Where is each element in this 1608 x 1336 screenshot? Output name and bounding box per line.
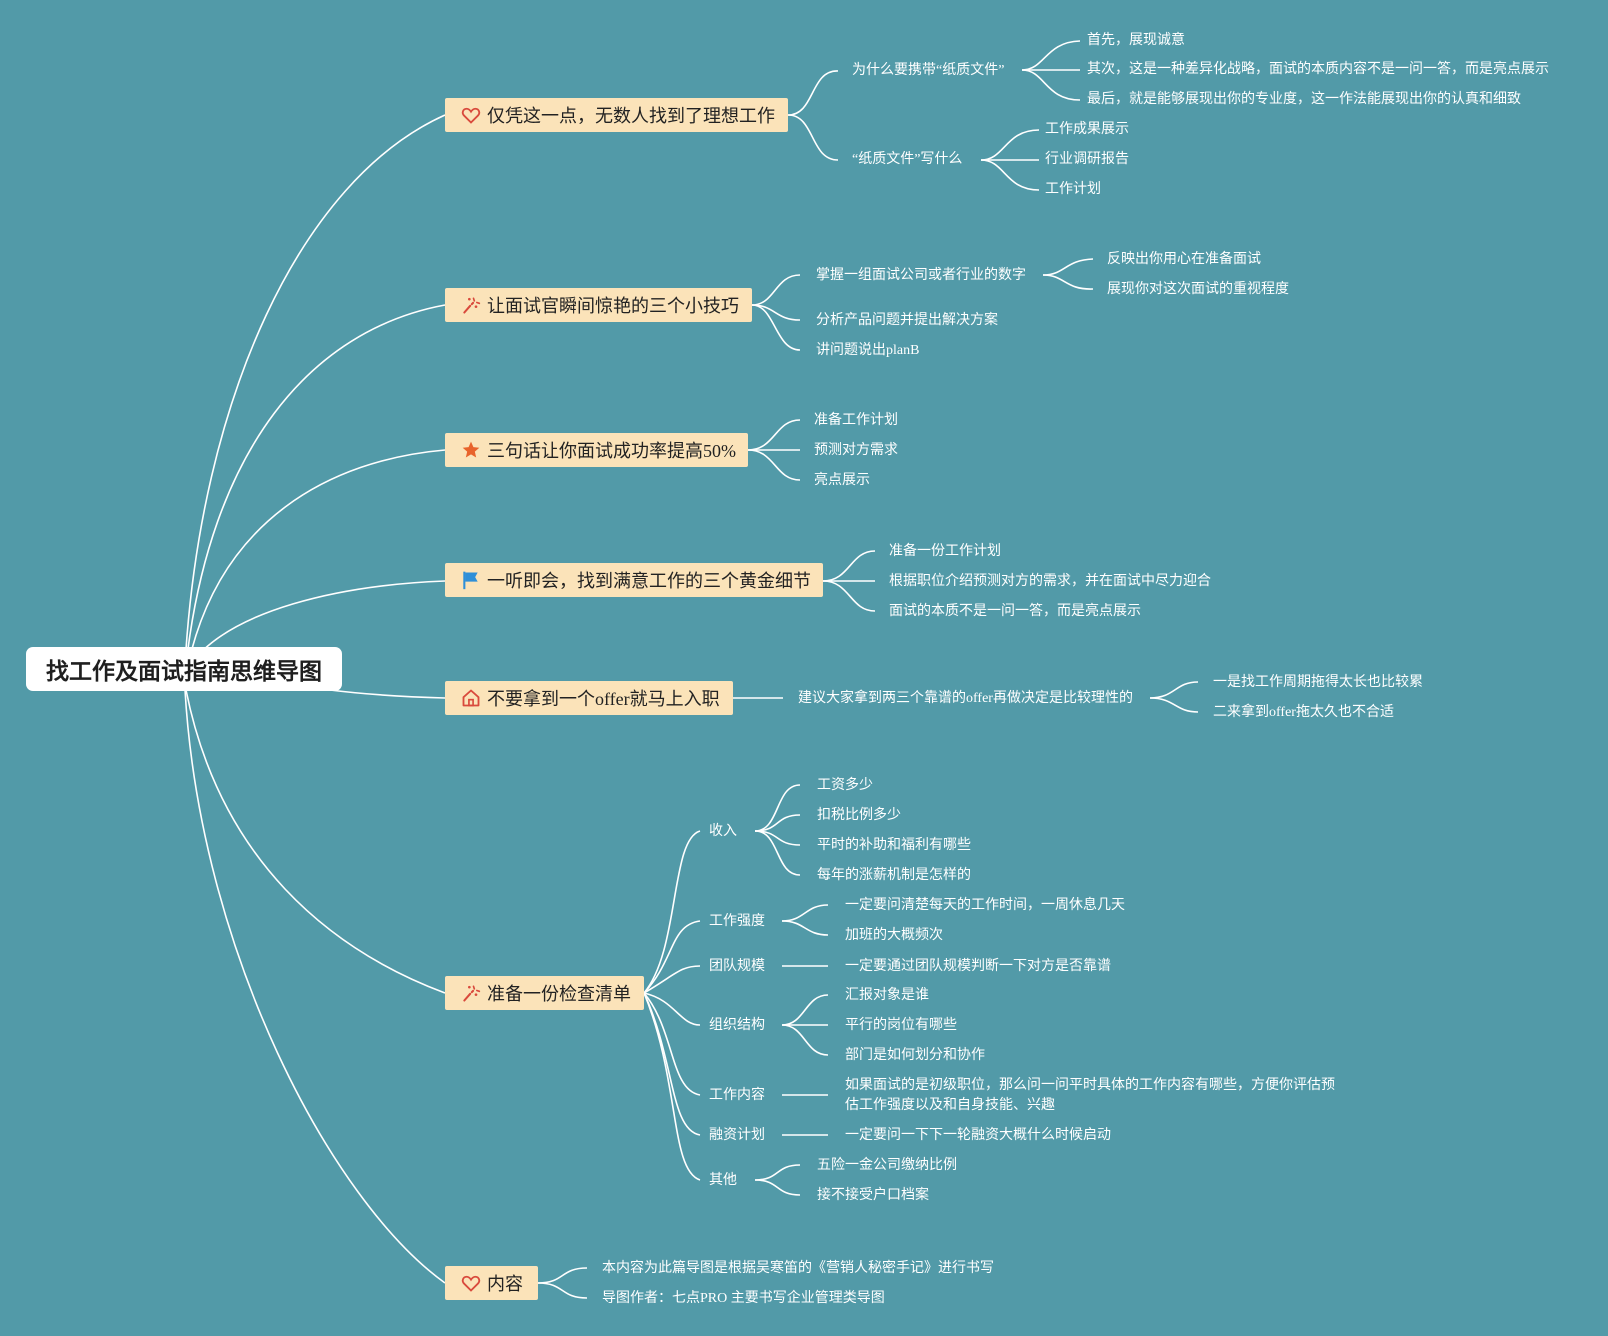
party-popper-icon [461, 295, 481, 315]
branch-4-label: 一听即会，找到满意工作的三个黄金细节 [487, 571, 811, 591]
b2-sub2-label[interactable]: 分析产品问题并提出解决方案 [816, 313, 998, 328]
star-icon [461, 440, 481, 460]
b4-item-1[interactable]: 准备一份工作计划 [889, 544, 1001, 559]
b6-content-item-1[interactable]: 如果面试的是初级职位，那么问一问平时具体的工作内容有哪些，方便你评估预估工作强度… [845, 1078, 1335, 1113]
branch-7-label: 内容 [487, 1274, 523, 1294]
b2-sub1-label[interactable]: 掌握一组面试公司或者行业的数字 [816, 268, 1026, 283]
b6-intensity-item-2[interactable]: 加班的大概频次 [845, 928, 943, 943]
b6-content-label[interactable]: 工作内容 [709, 1088, 765, 1103]
branch-5-label: 不要拿到一个offer就马上入职 [487, 689, 720, 709]
branch-2[interactable]: 让面试官瞬间惊艳的三个小技巧 [445, 288, 752, 322]
b7-item-1[interactable]: 本内容为此篇导图是根据吴寒笛的《营销人秘密手记》进行书写 [602, 1261, 994, 1276]
b6-other-item-2[interactable]: 接不接受户口档案 [817, 1188, 929, 1203]
b6-other-label[interactable]: 其他 [709, 1173, 737, 1188]
b6-income-item-2[interactable]: 扣税比例多少 [817, 808, 901, 823]
b4-item-2[interactable]: 根据职位介绍预测对方的需求，并在面试中尽力迎合 [889, 574, 1211, 589]
b3-item-2[interactable]: 预测对方需求 [814, 443, 898, 458]
branch-4[interactable]: 一听即会，找到满意工作的三个黄金细节 [445, 563, 823, 597]
b1-sub1-item-2[interactable]: 其次，这是一种差异化战略，面试的本质内容不是一问一答，而是亮点展示 [1087, 62, 1549, 77]
branch-7[interactable]: 内容 [445, 1266, 538, 1300]
b6-intensity-item-1[interactable]: 一定要问清楚每天的工作时间，一周休息几天 [845, 898, 1125, 913]
b1-sub2-item-1[interactable]: 工作成果展示 [1045, 122, 1129, 137]
root-topic[interactable]: 找工作及面试指南思维导图 [26, 647, 342, 691]
branch-1[interactable]: 仅凭这一点，无数人找到了理想工作 [445, 98, 788, 132]
b6-org-item-1[interactable]: 汇报对象是谁 [845, 988, 929, 1003]
b6-income-item-1[interactable]: 工资多少 [817, 778, 873, 793]
b1-sub1-item-3[interactable]: 最后，就是能够展现出你的专业度，这一作法能展现出你的认真和细致 [1087, 92, 1521, 107]
b6-team-item-1[interactable]: 一定要通过团队规模判断一下对方是否靠谱 [845, 959, 1111, 974]
b1-sub2-item-2[interactable]: 行业调研报告 [1045, 152, 1129, 167]
b2-sub3-label[interactable]: 讲问题说出planB [816, 343, 920, 358]
b6-team-label[interactable]: 团队规模 [709, 959, 765, 974]
b5-sub1-item-1[interactable]: 一是找工作周期拖得太长也比较累 [1213, 675, 1423, 690]
branch-3[interactable]: 三句话让你面试成功率提高50% [445, 433, 748, 467]
b6-income-item-4[interactable]: 每年的涨薪机制是怎样的 [817, 868, 971, 883]
heart-icon [461, 105, 481, 125]
branch-6[interactable]: 准备一份检查清单 [445, 976, 644, 1010]
b2-sub1-item-2[interactable]: 展现你对这次面试的重视程度 [1107, 282, 1289, 297]
home-icon [461, 688, 481, 708]
branch-6-label: 准备一份检查清单 [487, 984, 631, 1004]
b1-sub2-item-3[interactable]: 工作计划 [1045, 182, 1101, 197]
branch-3-label: 三句话让你面试成功率提高50% [487, 441, 736, 461]
b5-sub1-label[interactable]: 建议大家拿到两三个靠谱的offer再做决定是比较理性的 [798, 691, 1133, 706]
b6-org-item-2[interactable]: 平行的岗位有哪些 [845, 1018, 957, 1033]
b6-funding-item-1[interactable]: 一定要问一下下一轮融资大概什么时候启动 [845, 1128, 1111, 1143]
b6-org-label[interactable]: 组织结构 [709, 1018, 765, 1033]
b6-org-item-3[interactable]: 部门是如何划分和协作 [845, 1048, 985, 1063]
b5-sub1-item-2[interactable]: 二来拿到offer拖太久也不合适 [1213, 705, 1394, 720]
flag-icon [461, 570, 481, 590]
b2-sub1-item-1[interactable]: 反映出你用心在准备面试 [1107, 252, 1261, 267]
b6-intensity-label[interactable]: 工作强度 [709, 914, 765, 929]
branch-5[interactable]: 不要拿到一个offer就马上入职 [445, 681, 733, 715]
party-popper-icon [461, 983, 481, 1003]
b3-item-3[interactable]: 亮点展示 [814, 473, 870, 488]
b3-item-1[interactable]: 准备工作计划 [814, 413, 898, 428]
b4-item-3[interactable]: 面试的本质不是一问一答，而是亮点展示 [889, 604, 1141, 619]
branch-1-label: 仅凭这一点，无数人找到了理想工作 [487, 106, 775, 126]
branch-2-label: 让面试官瞬间惊艳的三个小技巧 [487, 296, 739, 316]
b6-other-item-1[interactable]: 五险一金公司缴纳比例 [817, 1158, 957, 1173]
b6-funding-label[interactable]: 融资计划 [709, 1128, 765, 1143]
b1-sub1-item-1[interactable]: 首先，展现诚意 [1087, 33, 1185, 48]
b6-income-label[interactable]: 收入 [709, 824, 737, 839]
b1-sub2-label[interactable]: “纸质文件”写什么 [852, 152, 963, 167]
b7-item-2[interactable]: 导图作者：七点PRO 主要书写企业管理类导图 [602, 1291, 885, 1306]
heart-icon [461, 1273, 481, 1293]
b1-sub1-label[interactable]: 为什么要携带“纸质文件” [852, 63, 1005, 78]
b6-income-item-3[interactable]: 平时的补助和福利有哪些 [817, 838, 971, 853]
